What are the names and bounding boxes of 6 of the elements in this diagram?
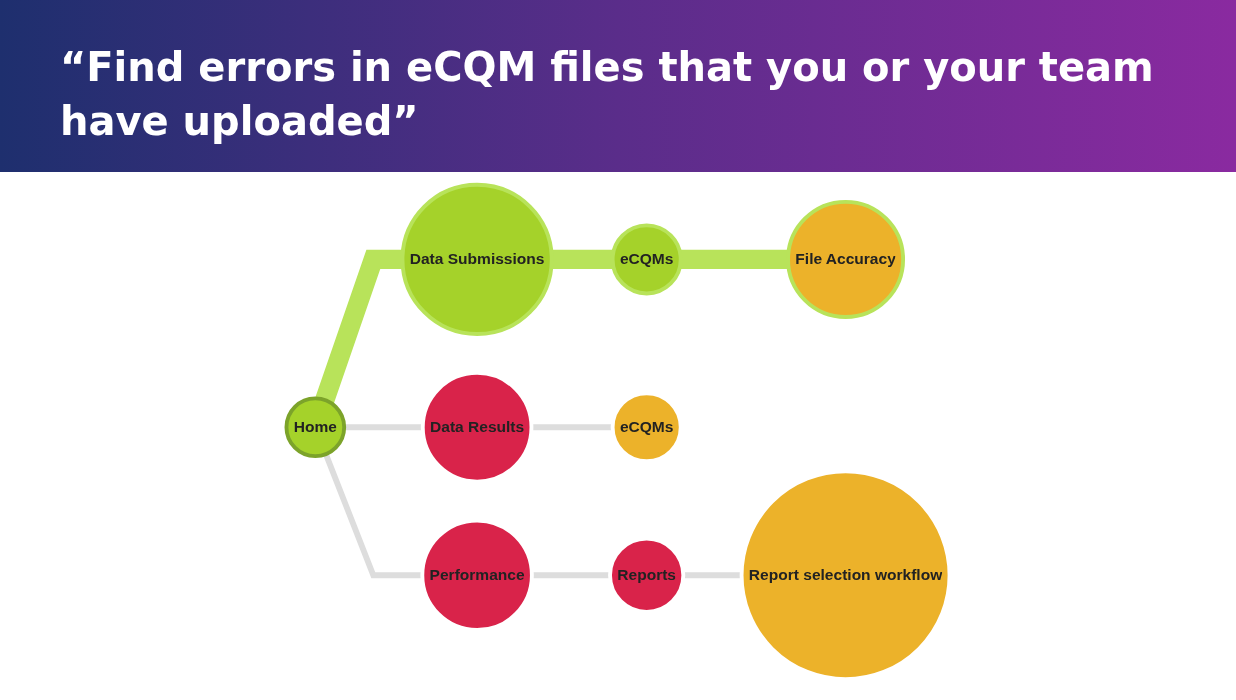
node-circle: Data Submissions xyxy=(400,182,554,336)
slide-title: “Find errors in eCQM files that you or your team have uploaded” xyxy=(0,0,1236,172)
node-circle: Home xyxy=(284,396,347,459)
node-circle: File Accuracy xyxy=(786,199,906,319)
node-circle: eCQMs xyxy=(610,223,683,296)
connector xyxy=(315,249,403,404)
